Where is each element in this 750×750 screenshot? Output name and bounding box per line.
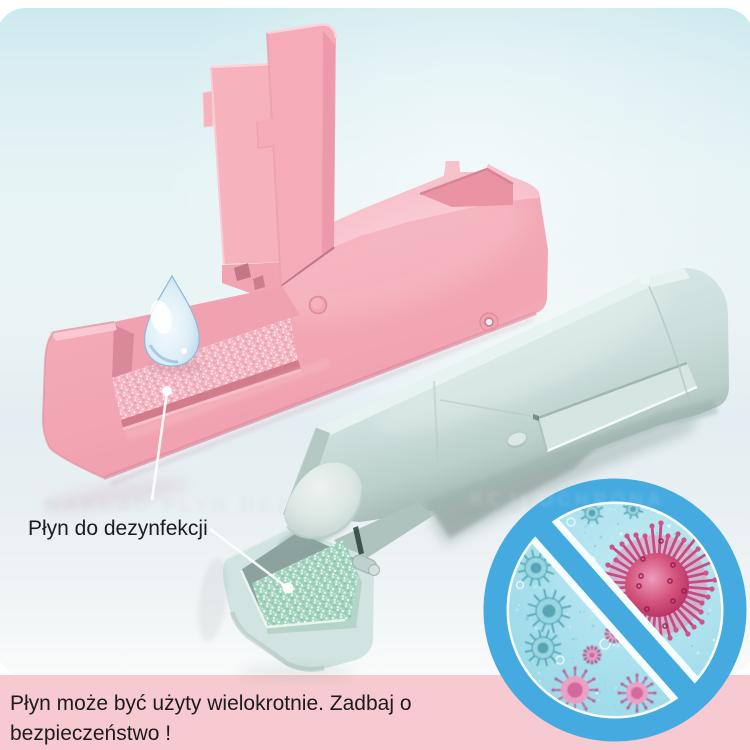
svg-text:KCJI OCHRONA: KCJI OCHRONA: [470, 490, 665, 511]
svg-text:Płyn może być użyty wielokrotn: Płyn może być użyty wielokrotnie. Zadbaj…: [10, 692, 412, 715]
svg-text:Płyn do dezynfekcji: Płyn do dezynfekcji: [28, 517, 208, 540]
svg-text:bezpieczeństwo !: bezpieczeństwo !: [10, 722, 171, 745]
